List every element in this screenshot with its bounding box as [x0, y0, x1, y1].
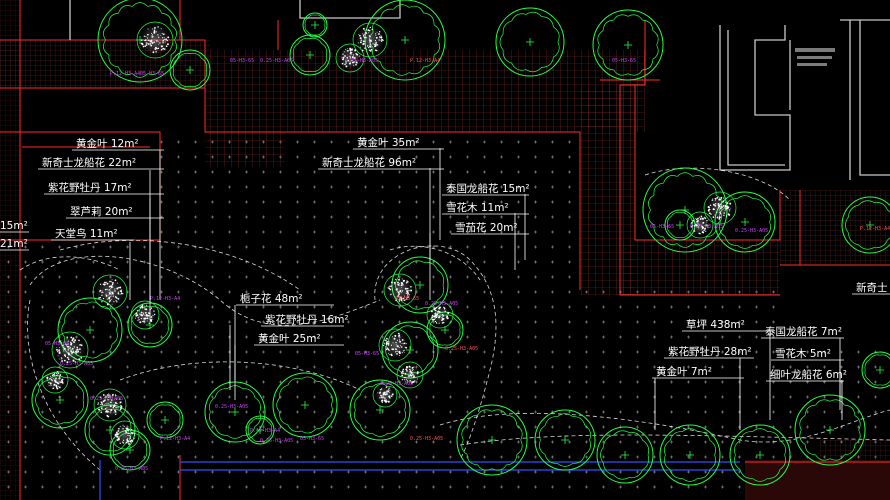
shrub-cluster [51, 331, 89, 369]
plant-code-label: 05-H3-65 [45, 341, 69, 347]
shrub-cluster [41, 366, 69, 394]
plant-code-label: 05-H3-65 [612, 58, 636, 64]
tree-canopy [596, 426, 654, 484]
plant-code-label: 0.25-H3-A05 [735, 228, 768, 234]
tree-canopy [659, 424, 721, 486]
shrub-cluster [352, 22, 388, 58]
plant-code-label: 05-H3-65 [650, 224, 674, 230]
tree-canopy [841, 196, 890, 254]
tree-canopy [146, 401, 184, 439]
planting-label: 新奇士 [856, 281, 888, 294]
shrub-cluster [110, 420, 140, 450]
tree-canopy [169, 49, 211, 91]
shrub-cluster [426, 301, 454, 329]
shrub-cluster [378, 328, 412, 362]
shrub-cluster [396, 361, 424, 389]
plant-code-label: 0.25-H3-A05 [425, 301, 458, 307]
tree-canopy [729, 424, 791, 486]
shrub-cluster [703, 191, 737, 225]
planting-label: 黄金叶 12m² [76, 137, 139, 150]
planting-label: 栀子花 48m² [240, 292, 303, 305]
planting-label: 细叶龙船花 6m² [770, 368, 847, 381]
shrub-cluster [383, 273, 417, 307]
plant-code-label: 0.25-H3-A05 [410, 436, 443, 442]
plant-code-label: 0.25-H3-A05 [115, 466, 148, 472]
plant-code-label: 0.25-H3-A05 [90, 396, 123, 402]
planting-label: 天堂鸟 11m² [55, 227, 118, 240]
shrub-cluster [372, 382, 398, 408]
shrub-cluster [130, 300, 160, 330]
tree-canopy [534, 409, 596, 471]
planting-label: 新奇士龙船花 96m² [322, 156, 416, 169]
plant-code-label: P.12-H3-A4 [250, 428, 280, 434]
planting-label: 21m² [0, 238, 28, 250]
planting-label: 雪茄花 20m² [455, 221, 518, 234]
plant-code-label: P.12-H3-A4 [150, 296, 180, 302]
planting-label: 黄金叶 25m² [258, 332, 321, 345]
plant-code-label: 0.25-H3-A05 [445, 346, 478, 352]
tree-canopy [592, 9, 664, 81]
plant-code-label: 05-H3-65 [395, 296, 419, 302]
water-edge [99, 460, 740, 500]
building-room-label [795, 48, 835, 66]
planting-label: 雪花木 5m² [775, 347, 831, 360]
shrub-cluster [686, 211, 714, 239]
planting-annotations: 黄金叶 12m² 新奇士龙船花 22m² 紫花野牡丹 17m² 翠芦莉 20m² 15m… [0, 136, 888, 381]
tree-canopy [456, 404, 528, 476]
planting-label: 翠芦莉 20m² [70, 206, 133, 218]
planting-label: 新奇士龙船花 22m² [42, 156, 136, 169]
planting-label: 泰国龙船花 15m² [446, 182, 530, 195]
tree-canopy [272, 372, 338, 438]
tree-canopy [794, 394, 866, 466]
tree-canopy [349, 379, 411, 441]
planting-bed-outlines [19, 167, 890, 471]
tree-canopy [391, 256, 449, 314]
planting-label: 黄金叶 7m² [656, 365, 712, 378]
plant-code-label: 05-H3-65 [300, 436, 324, 442]
plant-code-label: P.12-H3-A4 [860, 226, 890, 232]
planting-label: 雪花木 11m² [446, 201, 509, 214]
planting-label: 泰国龙船花 7m² [765, 325, 842, 338]
shrub-cluster [335, 43, 365, 73]
tree-canopy [289, 34, 331, 76]
planting-label: 15m² [0, 220, 28, 232]
plant-code-label: 0.25-H3-A05 [260, 438, 293, 444]
plant-code-label: 05-H3-65 [355, 351, 379, 357]
plant-code-label: P.12-H3-A4 [110, 71, 140, 77]
tree-canopy [302, 12, 328, 38]
plant-code-label: 0.25-H3-A05 [260, 58, 293, 64]
planting-label: 紫花野牡丹 28m² [668, 345, 752, 358]
planting-label: 紫花野牡丹 16m² [265, 313, 349, 326]
tree-canopy [245, 415, 275, 445]
shrub-cluster [136, 21, 174, 59]
plant-code-label: 0.25-H3-A05 [345, 58, 378, 64]
plant-code-label: 0.25-H3-A05 [690, 224, 723, 230]
shrub-cluster [93, 388, 127, 422]
planting-label: 紫花野牡丹 17m² [48, 181, 132, 194]
plant-code-label: 0.25-H3-A05 [60, 361, 93, 367]
plant-code-label: 0.25-H3-A05 [380, 381, 413, 387]
shrub-cluster [92, 274, 128, 310]
annotation-leaders [0, 148, 890, 430]
plant-code-label: 0.25-H3-A05 [215, 404, 248, 410]
tree-canopy [495, 7, 565, 77]
plant-code-label: P.12-H3-A4 [160, 436, 190, 442]
planting-label: 黄金叶 35m² [357, 136, 420, 149]
plant-code-label: 05-H3-65 [140, 71, 164, 77]
plant-code-label: 05-H3-65 [230, 58, 254, 64]
planting-label: 草坪 438m² [686, 318, 745, 331]
tree-canopy [861, 351, 890, 389]
shrub-clusters [41, 21, 737, 450]
plant-code-label: P.12-H3-A4 [410, 58, 440, 64]
building-outline [69, 0, 890, 180]
